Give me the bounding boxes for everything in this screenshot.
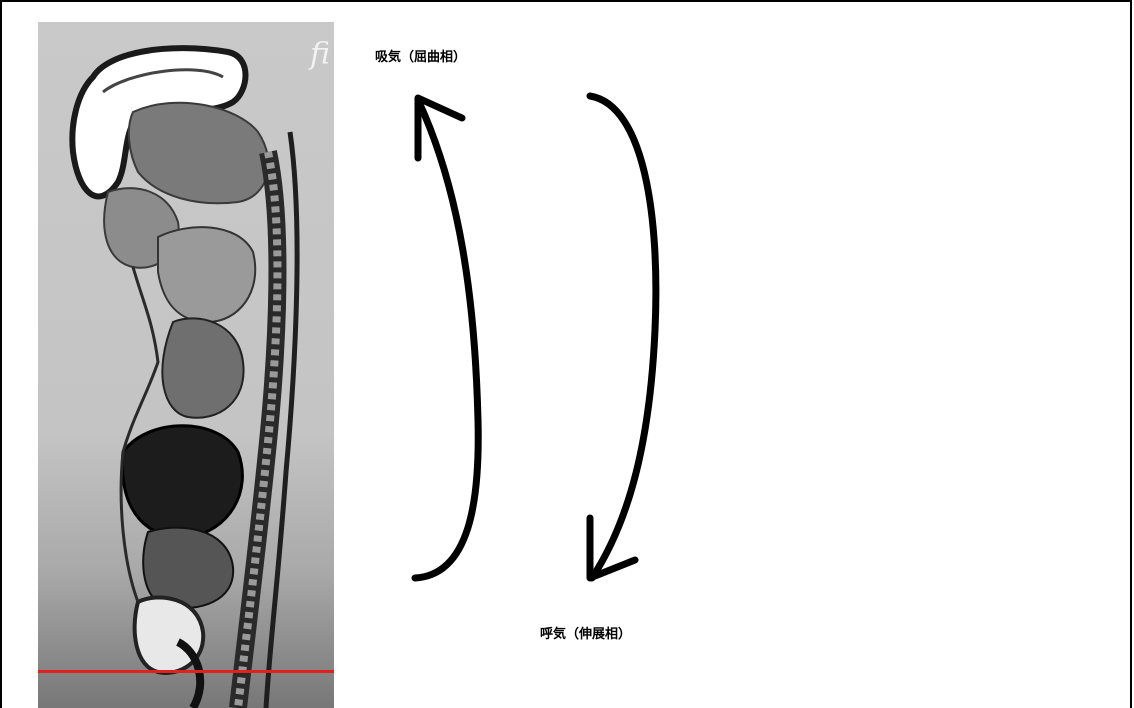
inhale-label: 吸気（屈曲相）: [375, 46, 466, 65]
exhale-label: 呼気（伸展相）: [540, 623, 631, 642]
exhale-arrow: [590, 96, 656, 578]
inhale-arrow: [415, 98, 478, 578]
